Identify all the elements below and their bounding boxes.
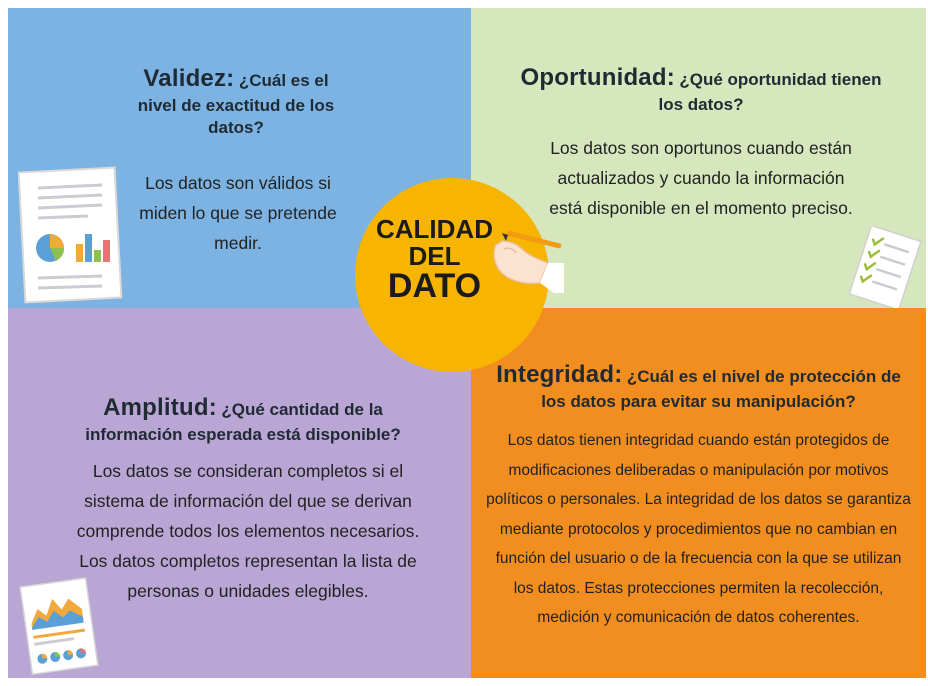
quality-diagram: Validez: ¿Cuál es el nivel de exactitud … <box>8 8 926 678</box>
oportunidad-title-lead: Oportunidad: <box>520 64 675 91</box>
validez-panel: Validez: ¿Cuál es el nivel de exactitud … <box>8 8 471 308</box>
center-label-line2: DEL <box>408 240 461 271</box>
integridad-body: Los datos tienen integridad cuando están… <box>486 432 911 626</box>
area-chart-report-icon <box>19 577 99 676</box>
checklist-icon <box>849 226 922 311</box>
center-label-line1: CALIDAD <box>376 214 493 244</box>
center-label-line3: DATO <box>387 267 482 306</box>
validez-title-lead: Validez: <box>143 65 235 92</box>
amplitud-title: Amplitud: ¿Qué cantidad de la informació… <box>58 393 428 446</box>
integridad-title-question: ¿Cuál es el nivel de protección de los d… <box>541 367 901 411</box>
writing-hand-icon <box>493 230 564 293</box>
oportunidad-panel: Oportunidad: ¿Qué oportunidad tienen los… <box>471 8 926 311</box>
validez-body: Los datos son válidos si miden lo que se… <box>139 173 337 253</box>
amplitud-panel: Amplitud: ¿Qué cantidad de la informació… <box>8 308 471 678</box>
integridad-title: Integridad: ¿Cuál es el nivel de protecc… <box>491 360 906 413</box>
oportunidad-title: Oportunidad: ¿Qué oportunidad tienen los… <box>511 63 891 116</box>
oportunidad-body: Los datos son oportunos cuando están act… <box>549 138 853 218</box>
integridad-panel: Integridad: ¿Cuál es el nivel de protecc… <box>471 308 926 678</box>
amplitud-body: Los datos se consideran completos si el … <box>76 461 420 601</box>
integridad-title-lead: Integridad: <box>496 361 623 388</box>
validez-title-question: ¿Cuál es el nivel de exactitud de los da… <box>137 71 335 138</box>
amplitud-title-question: ¿Qué cantidad de la información esperada… <box>85 400 401 444</box>
oportunidad-title-question: ¿Qué oportunidad tienen los datos? <box>658 70 882 114</box>
center-label: CALIDAD DEL DATO <box>372 216 497 304</box>
validez-title: Validez: ¿Cuál es el nivel de exactitud … <box>126 64 346 140</box>
report-chart-icon <box>18 166 123 304</box>
amplitud-title-lead: Amplitud: <box>103 394 217 421</box>
